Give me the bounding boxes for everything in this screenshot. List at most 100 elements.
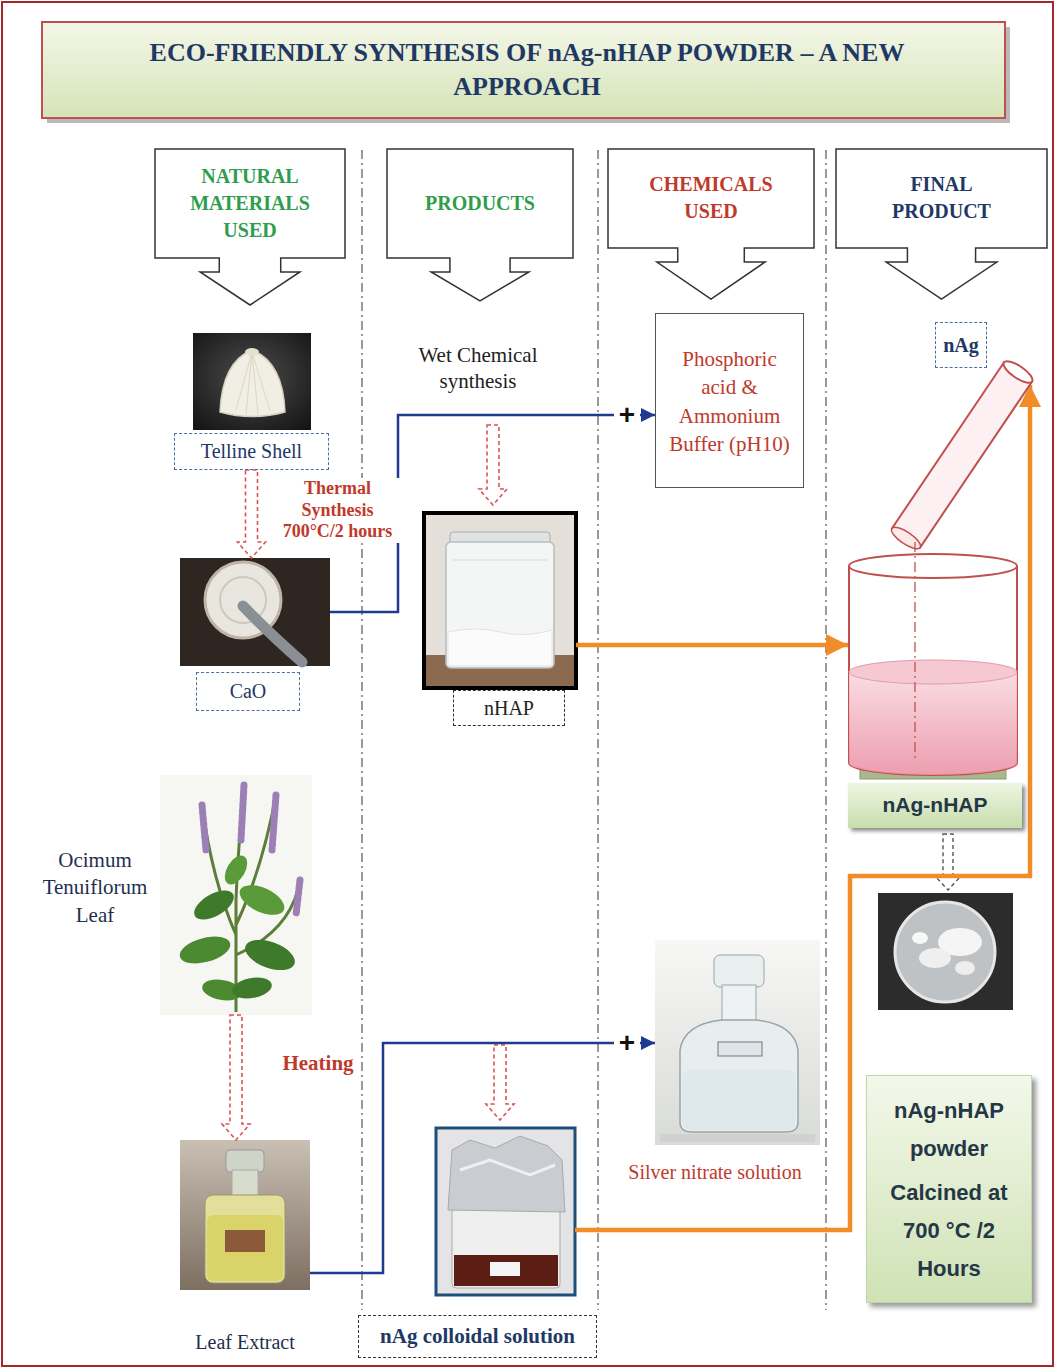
leaf-extract-photo (180, 1140, 310, 1290)
text-area: Phosphoric acid & Ammonium Buffer (pH10) (656, 314, 803, 489)
column-separator (597, 150, 598, 1310)
plus-sign-frame: + (614, 1027, 640, 1059)
tulsi-leaf-photo (160, 775, 312, 1015)
silver-nitrate-sample: Silver nitrate solution (655, 940, 820, 1145)
cao-photo (180, 558, 330, 666)
beaker-outline (849, 554, 1017, 578)
header-arrow-outline (387, 149, 573, 301)
cao-photo (180, 558, 330, 666)
column-header-arrow: PRODUCTS (386, 148, 574, 302)
text-area: FINAL PRODUCT (835, 148, 1048, 248)
flow-arrow (310, 1043, 655, 1273)
header-arrow-outline (835, 148, 1048, 300)
sample-label: Leaf Extract (160, 1330, 330, 1355)
silver-nitrate-photo (655, 940, 820, 1145)
process-step: Wet Chemical synthesis (403, 342, 553, 395)
tulsi-leaf-photo (235, 879, 289, 921)
sample-label-frame: Telline Shell (174, 433, 329, 470)
plus-sign: + (614, 399, 640, 431)
title-banner (42, 22, 1005, 118)
leaf-extract-sample: Leaf Extract (180, 1140, 310, 1290)
silver-nitrate-photo (660, 1134, 815, 1142)
column-header: NATURAL MATERIALS USED (179, 163, 321, 244)
sample-label: Ocimum Tenuiflorum Leaf (36, 847, 154, 929)
telline-shell-photo (193, 333, 311, 430)
beaker-outline (849, 566, 1017, 775)
beaker-liquid (849, 660, 1017, 684)
powder-dish-photo (878, 893, 1013, 1010)
header-arrow-outline (386, 148, 574, 302)
silver-nitrate-photo (722, 985, 756, 1023)
column-header: PRODUCTS (406, 190, 554, 217)
tulsi-leaf-photo (177, 932, 233, 969)
process-condition-frame: Thermal Synthesis 700°C/2 hours (275, 478, 400, 543)
shell-sample: Telline Shell (174, 333, 329, 470)
silver-colloid-photo (452, 1200, 560, 1288)
leaf-extract-photo (232, 1170, 258, 1198)
pipe-outline (889, 524, 924, 553)
chemical-list: Phosphoric acid & Ammonium Buffer (pH10) (666, 345, 793, 458)
process-condition: Thermal Synthesis 700°C/2 hours (275, 478, 400, 543)
silver-colloid-photo (460, 1160, 555, 1175)
tulsi-leaf-photo (160, 775, 312, 1015)
transfer-arrow (575, 385, 1030, 1230)
sample-label: nAg colloidal solution (365, 1323, 590, 1349)
tulsi-leaf-photo (241, 934, 299, 976)
nhap-jar-photo (452, 560, 548, 561)
nhap-jar-photo (448, 629, 552, 666)
leaf-extract-photo (226, 1150, 264, 1172)
process-arrow (486, 1045, 514, 1120)
text-area: NATURAL MATERIALS USED (154, 148, 346, 258)
product-label: nAg-nHAP (854, 792, 1016, 818)
mixing-arrow (935, 834, 961, 890)
pipe-label: nAg (940, 333, 982, 358)
telline-shell-photo (245, 348, 259, 356)
powder-dish-photo (912, 932, 928, 944)
leaf-extract-photo (207, 1215, 283, 1281)
chemicals-box: Phosphoric acid & Ammonium Buffer (pH10) (655, 313, 804, 488)
leaf-sample: Ocimum Tenuiflorum Leaf (160, 775, 312, 1015)
title-banner (42, 22, 1010, 123)
telline-shell-photo (236, 352, 270, 414)
column-header: CHEMICALS USED (637, 171, 785, 225)
plus-sign: + (614, 1027, 640, 1059)
silver-nitrate-photo (714, 955, 764, 987)
product-label-frame: nAg-nHAP (848, 783, 1022, 828)
beaker-outline (848, 548, 1018, 780)
product-name: nAg-nHAP powder (881, 1092, 1017, 1168)
leaf-extract-photo (180, 1140, 310, 1290)
beaker-liquid (849, 672, 1017, 775)
column-header-arrow: NATURAL MATERIALS USED (154, 148, 346, 306)
sample-label-frame: Leaf Extract (160, 1330, 330, 1355)
drop-axis (914, 542, 915, 760)
silver-nitrate-photo (680, 1020, 798, 1132)
text-area: PRODUCTS (386, 148, 574, 258)
process-condition-frame: Heating (276, 1050, 360, 1076)
silver-colloid-photo (436, 1128, 575, 1295)
diagram-title: ECO-FRIENDLY SYNTHESIS OF nAg-nHAP POWDE… (92, 36, 962, 104)
powder-dish-photo (895, 902, 995, 1002)
column-separator (825, 150, 826, 1310)
header-arrow-outline (155, 149, 345, 305)
powder-dish-photo (919, 948, 951, 968)
pipe-outline (1001, 358, 1036, 387)
header-arrow-outline (836, 149, 1047, 299)
cao-photo (243, 606, 302, 662)
process-step-frame: Wet Chemical synthesis (403, 342, 553, 395)
silver-colloid-photo (436, 1128, 575, 1295)
sample-label: Telline Shell (181, 439, 322, 464)
sample-label-frame: nHAP (453, 690, 565, 726)
sample-label-frame: Ocimum Tenuiflorum Leaf (36, 847, 154, 929)
silver-colloid-photo (490, 1262, 520, 1276)
process-note: Calcined at 700 °C /2 Hours (881, 1174, 1017, 1288)
reaction-beaker: nAg-nHAP (848, 548, 1018, 780)
column-header-arrow: CHEMICALS USED (607, 148, 815, 300)
tulsi-leaf-photo (189, 884, 238, 925)
text-area: CHEMICALS USED (607, 148, 815, 248)
telline-shell-photo (220, 350, 285, 417)
pipe-label-frame: nAg (935, 322, 987, 368)
final-product-box: nAg-nHAP powderCalcined at 700 °C /2 Hou… (866, 1075, 1032, 1303)
